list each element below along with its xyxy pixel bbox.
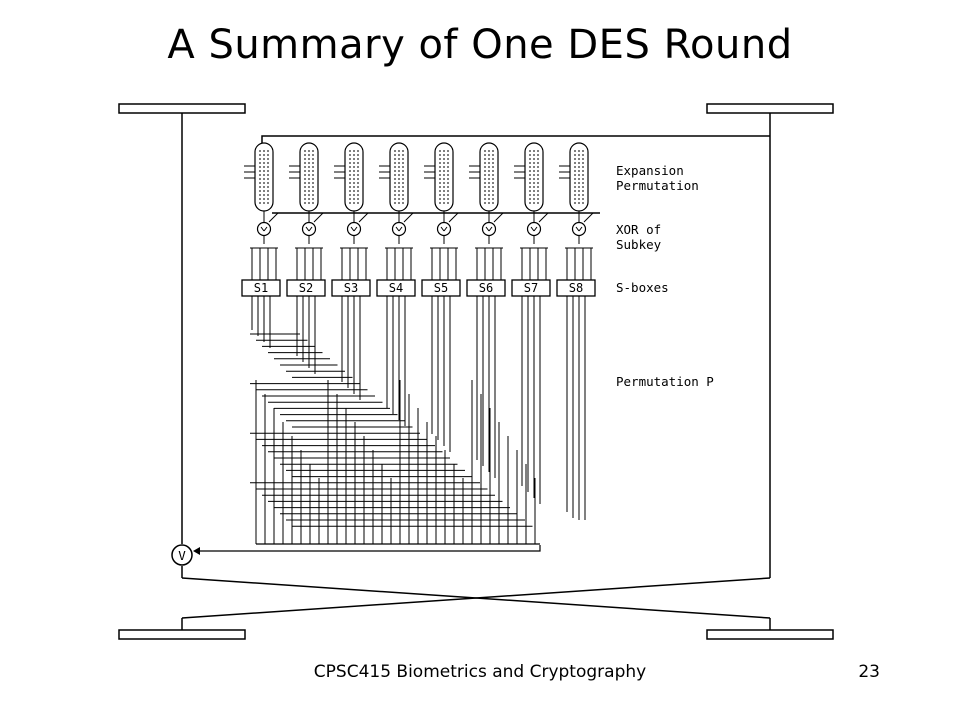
sbox-rect	[556, 279, 596, 297]
subkey-xor-mark	[533, 226, 538, 232]
register-bars	[118, 103, 834, 640]
subkey-xor-mark	[578, 226, 583, 232]
subkey-xor	[571, 221, 587, 237]
xor-fan	[520, 236, 548, 249]
page-number: 23	[858, 662, 880, 682]
subkey-arrow	[313, 212, 324, 223]
subkey-xor-mark	[395, 226, 400, 232]
subkey-xor-mark	[440, 226, 445, 232]
subkey-arrow	[493, 212, 504, 223]
subkey-xor-mark	[260, 226, 265, 232]
subkey-xor-mark	[530, 226, 535, 232]
sbox-label-2: S2	[299, 281, 313, 295]
xor-fan	[385, 236, 413, 249]
subkey-xor	[301, 221, 317, 237]
feedback-line	[196, 545, 541, 552]
output-xor: V	[171, 544, 541, 566]
sbox-label-4: S4	[389, 281, 403, 295]
xor-fan	[430, 236, 458, 249]
left-register-top	[118, 103, 246, 114]
sbox-rect	[286, 279, 326, 297]
subkey-xor-mark	[353, 226, 358, 232]
subkey-xor-mark	[308, 226, 313, 232]
sbox-rect	[376, 279, 416, 297]
subkey-xor	[391, 221, 407, 237]
right-register-top	[706, 103, 834, 114]
feedback-arrow	[193, 547, 200, 555]
xor-fan	[295, 236, 323, 249]
subkey-xor	[436, 221, 452, 237]
sbox-label-8: S8	[569, 281, 583, 295]
subkey-xor-mark	[485, 226, 490, 232]
xor-circle	[171, 544, 193, 566]
sbox-rect	[331, 279, 371, 297]
xor-fan	[565, 236, 593, 249]
footer-course: CPSC415 Biometrics and Cryptography	[313, 662, 647, 682]
expansion-box	[344, 142, 364, 212]
subkey-arrow	[268, 212, 279, 223]
expansion-box	[389, 142, 409, 212]
stage-labels: Expansion Permutation XOR of Subkey S-bo…	[616, 163, 714, 389]
subkey-arrow	[403, 212, 414, 223]
subkey-xor-mark	[575, 226, 580, 232]
subkey-xor	[526, 221, 542, 237]
sbox-label-7: S7	[524, 281, 538, 295]
subkey-arrow	[538, 212, 549, 223]
dataflow-lines	[181, 113, 771, 630]
sbox-rect	[511, 279, 551, 297]
expansion-box	[569, 142, 589, 212]
subkey-xor-mark	[443, 226, 448, 232]
subkey-arrow	[358, 212, 369, 223]
subkey-xor	[346, 221, 362, 237]
xor-fan	[340, 236, 368, 249]
subkey-xor-mark	[398, 226, 403, 232]
subkey-xor-mark	[305, 226, 310, 232]
xor-symbol: V	[178, 548, 186, 563]
xor-fan	[475, 236, 503, 249]
right-register-bottom	[706, 629, 834, 640]
label-xor-1: XOR of	[616, 222, 661, 237]
expansion-box	[299, 142, 319, 212]
expansion-box	[524, 142, 544, 212]
subkey-arrow	[448, 212, 459, 223]
subkey-xor-mark	[263, 226, 268, 232]
sbox-rect	[466, 279, 506, 297]
sbox-label-6: S6	[479, 281, 493, 295]
label-expansion-1: Expansion	[616, 163, 684, 178]
expansion-box	[434, 142, 454, 212]
subkey-xor	[256, 221, 272, 237]
expansion-box	[479, 142, 499, 212]
subkey-xor-mark	[350, 226, 355, 232]
label-expansion-2: Permutation	[616, 178, 699, 193]
xor-fan	[250, 236, 278, 249]
subkey-arrow	[583, 212, 594, 223]
left-register-bottom	[118, 629, 246, 640]
sbox-rect	[241, 279, 281, 297]
subkey-xor	[481, 221, 497, 237]
subkey-xor-mark	[488, 226, 493, 232]
label-permutation: Permutation P	[616, 374, 714, 389]
expansion-box	[254, 142, 274, 212]
sbox-rect	[421, 279, 461, 297]
label-xor-2: Subkey	[616, 237, 662, 252]
label-sboxes: S-boxes	[616, 280, 669, 295]
sbox-label-3: S3	[344, 281, 358, 295]
sbox-label-5: S5	[434, 281, 448, 295]
sbox-label-1: S1	[254, 281, 268, 295]
slide-title: A Summary of One DES Round	[167, 22, 793, 68]
